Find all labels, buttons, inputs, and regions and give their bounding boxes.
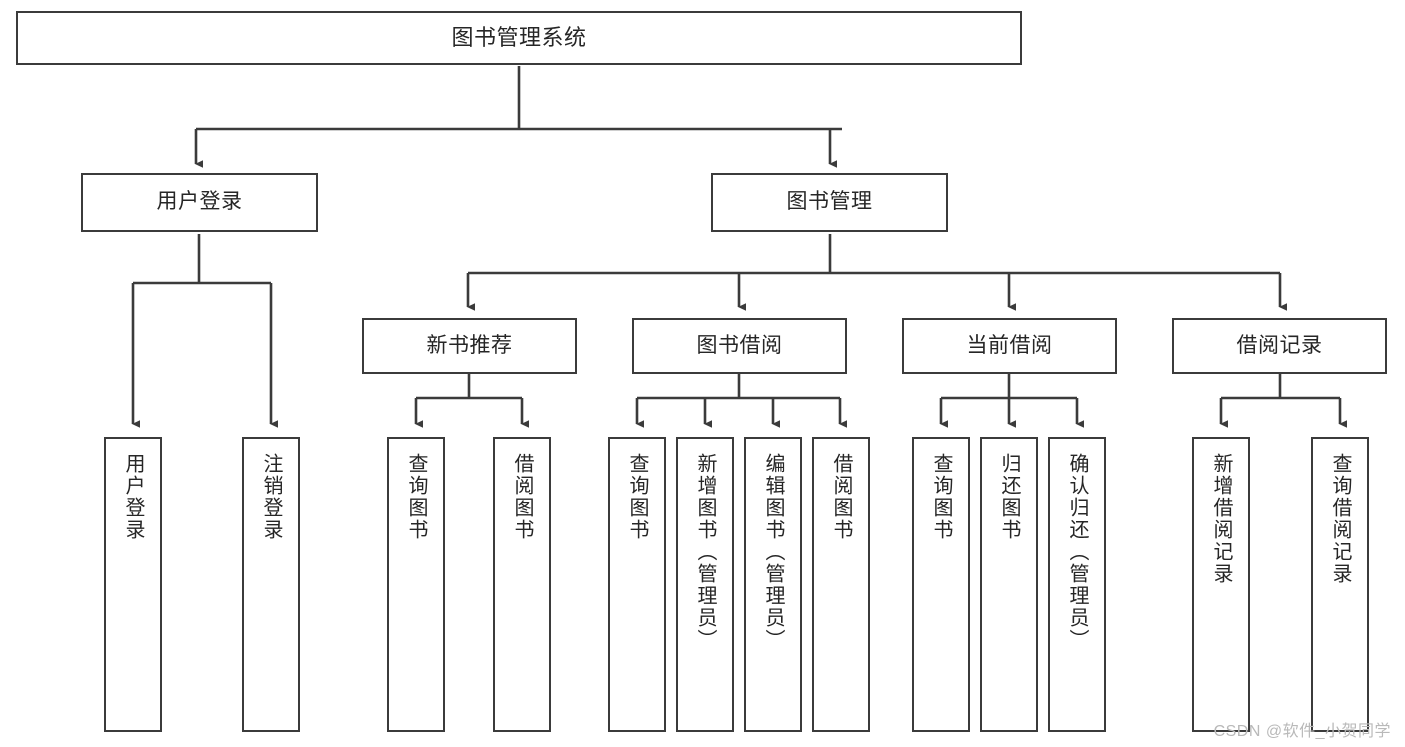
leaf-query-book-2[interactable]: 查询图书 — [608, 437, 666, 732]
leaf-logout-login[interactable]: 注销登录 — [242, 437, 300, 732]
node-user-login[interactable]: 用户登录 — [81, 173, 318, 232]
node-label: 编辑图书（管理员） — [762, 453, 784, 651]
node-borrow-record[interactable]: 借阅记录 — [1172, 318, 1387, 374]
node-label: 归还图书 — [998, 453, 1020, 541]
node-label: 确认归还（管理员） — [1066, 453, 1088, 651]
node-label: 用户登录 — [122, 453, 144, 541]
leaf-edit-book-admin[interactable]: 编辑图书（管理员） — [744, 437, 802, 732]
leaf-confirm-return-admin[interactable]: 确认归还（管理员） — [1048, 437, 1106, 732]
leaf-borrow-book-1[interactable]: 借阅图书 — [493, 437, 551, 732]
leaf-add-borrow-record[interactable]: 新增借阅记录 — [1192, 437, 1250, 732]
node-label: 查询图书 — [405, 453, 427, 541]
node-label: 借阅图书 — [511, 453, 533, 541]
node-label: 借阅图书 — [830, 453, 852, 541]
node-label: 注销登录 — [260, 453, 282, 541]
node-label: 查询图书 — [930, 453, 952, 541]
node-label: 图书管理系统 — [451, 25, 587, 51]
leaf-query-book-1[interactable]: 查询图书 — [387, 437, 445, 732]
leaf-query-book-3[interactable]: 查询图书 — [912, 437, 970, 732]
node-label: 当前借阅 — [966, 333, 1053, 357]
node-label: 新书推荐 — [426, 333, 513, 357]
node-label: 新增借阅记录 — [1210, 453, 1232, 585]
node-label: 借阅记录 — [1236, 333, 1323, 357]
node-label: 用户登录 — [156, 190, 243, 214]
leaf-borrow-book-2[interactable]: 借阅图书 — [812, 437, 870, 732]
leaf-query-borrow-record[interactable]: 查询借阅记录 — [1311, 437, 1369, 732]
node-label: 图书管理 — [786, 190, 873, 214]
node-label: 查询借阅记录 — [1329, 453, 1351, 585]
node-label: 查询图书 — [626, 453, 648, 541]
node-current-borrow[interactable]: 当前借阅 — [902, 318, 1117, 374]
leaf-return-book[interactable]: 归还图书 — [980, 437, 1038, 732]
node-label: 新增图书（管理员） — [694, 453, 716, 651]
watermark-text: CSDN @软件_小贺同学 — [1213, 723, 1391, 740]
node-new-book-recommend[interactable]: 新书推荐 — [362, 318, 577, 374]
leaf-user-login[interactable]: 用户登录 — [104, 437, 162, 732]
node-book-borrow[interactable]: 图书借阅 — [632, 318, 847, 374]
leaf-add-book-admin[interactable]: 新增图书（管理员） — [676, 437, 734, 732]
node-label: 图书借阅 — [696, 333, 783, 357]
node-root-system[interactable]: 图书管理系统 — [16, 11, 1022, 65]
node-book-management[interactable]: 图书管理 — [711, 173, 948, 232]
